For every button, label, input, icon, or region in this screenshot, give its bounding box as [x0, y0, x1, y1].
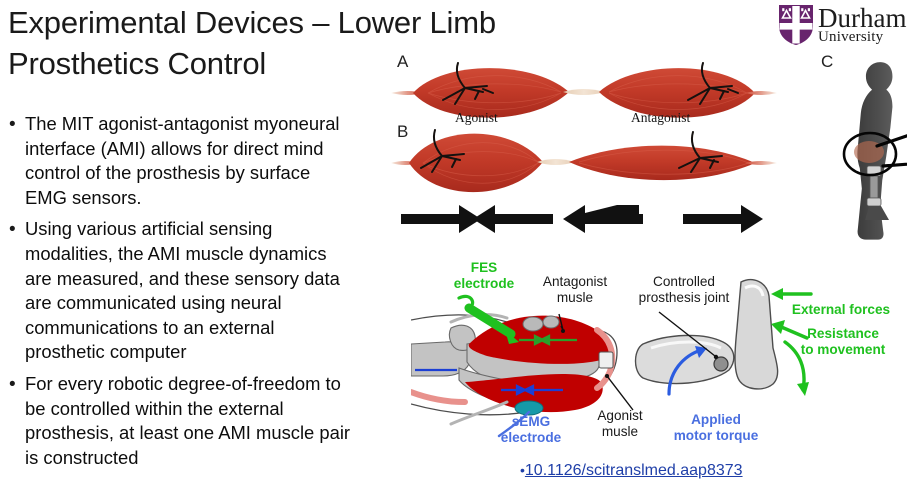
label-external-forces: External forces — [791, 302, 891, 317]
citation-doi: •10.1126/scitranslmed.aap8373 — [520, 462, 743, 480]
label-semg-electrode: sEMG electrode — [500, 414, 562, 445]
nerve-electrode-icon — [420, 129, 465, 173]
prosthesis-joint-icon — [713, 356, 729, 372]
ami-prosthesis-schematic: FES electrode Antagonist musle Controlle… — [408, 252, 908, 454]
agonist-contraction-arrows — [501, 384, 563, 396]
durham-wordmark: Durham University — [818, 3, 907, 45]
force-arrows-icon — [401, 205, 763, 233]
logo-sub-text: University — [818, 29, 884, 45]
label-antagonist-muscle: Antagonist musle — [542, 274, 608, 305]
label-controlled-prosthesis-joint: Controlled prosthesis joint — [638, 274, 730, 305]
label-resistance-to-movement: Resistance to movement — [800, 326, 886, 357]
panel-c-amputee — [842, 62, 908, 240]
list-item: • For every robotic degree-of-freedom to… — [6, 372, 356, 470]
nerve-electrode-icon — [678, 131, 723, 173]
panel-a-muscles — [391, 62, 777, 118]
list-item: • The MIT agonist-antagonist myoneural i… — [6, 112, 356, 210]
bullet-marker-icon: • — [9, 373, 16, 395]
bullet-text: Using various artificial sensing modalit… — [25, 218, 340, 363]
nerve-electrode-icon — [442, 62, 494, 105]
bullet-text: The MIT agonist-antagonist myoneural int… — [25, 113, 340, 208]
external-force-arrows — [771, 288, 813, 396]
panel-label-c: C — [821, 52, 834, 71]
doi-link[interactable]: 10.1126/scitranslmed.aap8373 — [524, 462, 743, 479]
label-fes-electrode: FES electrode — [453, 260, 515, 291]
citation-bullet-icon: • — [520, 462, 525, 478]
bullet-marker-icon: • — [9, 219, 16, 241]
label-agonist-muscle: Agonist musle — [597, 408, 643, 439]
panel-b-muscles — [391, 129, 777, 233]
prosthesis-distal-segment — [734, 278, 779, 390]
fes-lead — [457, 294, 519, 344]
durham-shield-icon — [778, 4, 814, 46]
caption-agonist: Agonist — [455, 110, 498, 125]
nerve-electrode-icon — [687, 62, 739, 105]
caption-antagonist: Antagonist — [631, 110, 691, 125]
label-applied-motor-torque: Applied motor torque — [673, 412, 759, 443]
semg-electrode-icon — [514, 400, 544, 416]
ami-muscle-pair-figure: A B C Agonist Antagonist — [383, 48, 908, 240]
bullet-text: For every robotic degree-of-freedom to b… — [25, 372, 351, 468]
applied-torque-arrow — [667, 346, 707, 396]
panel-label-a: A — [397, 52, 409, 71]
callout-lines — [875, 133, 908, 168]
highlight-circle-icon — [842, 131, 898, 177]
durham-university-logo: Durham University — [776, 3, 907, 49]
bullet-marker-icon: • — [9, 114, 16, 135]
bullet-list: • The MIT agonist-antagonist myoneural i… — [6, 112, 356, 477]
antagonist-contraction-arrows — [519, 334, 577, 346]
list-item: • Using various artificial sensing modal… — [6, 217, 356, 365]
logo-main-text: Durham — [818, 3, 907, 33]
panel-label-b: B — [397, 122, 409, 141]
page-title: Experimental Devices – Lower Limb Prosth… — [8, 5, 496, 82]
label-leader-lines — [558, 311, 716, 411]
